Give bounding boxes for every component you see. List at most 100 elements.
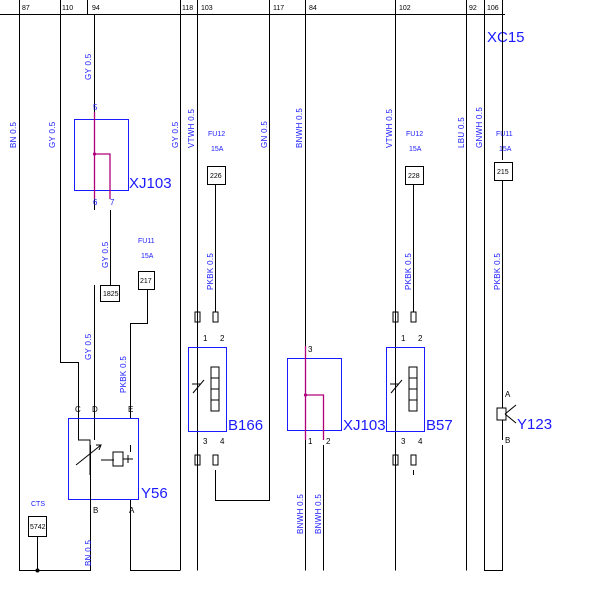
connector-xj103-mid: XJ103 3 1 2 [287, 345, 386, 446]
fuse-name: FU12 [406, 131, 423, 138]
connector-xc15-label: XC15 [487, 29, 525, 46]
fuse-fu12-228: FU12 15A 228 [405, 131, 424, 185]
pin-label: 6 [93, 198, 98, 207]
pin-label: B [505, 436, 510, 445]
junction-dot [35, 568, 40, 573]
wire-bn [19, 15, 91, 571]
wire-label: BNWH 0.5 [295, 108, 304, 148]
column-number: 117 [273, 5, 284, 12]
y123-label: Y123 [517, 416, 552, 433]
connector-plug-icon [212, 311, 219, 323]
component-y123: Y123 A B [496, 390, 552, 445]
cts-reference: CTS 5742 [28, 501, 47, 537]
component-y56: Y56 C D E B A [68, 405, 168, 515]
xj103-mid-label: XJ103 [343, 417, 386, 434]
fuse-ref: 228 [408, 173, 420, 180]
column-number: 84 [309, 5, 317, 12]
connector-plug-icon [194, 311, 201, 323]
pin-label: A [505, 390, 511, 399]
connector-plug-icon [392, 454, 399, 466]
pin-label: 5 [93, 103, 98, 112]
wire-label: GY 0.5 [101, 241, 110, 268]
column-number: 92 [469, 5, 477, 12]
wire-label: LBU 0.5 [457, 117, 466, 148]
cts-ref: 5742 [30, 524, 46, 531]
pin-label: 1 [308, 437, 313, 446]
fuse-rating: 15A [499, 146, 512, 153]
fuse-ref: 226 [210, 173, 222, 180]
pin-label: 3 [308, 345, 313, 354]
ref-box-1825-text: 1825 [103, 291, 119, 298]
fuse-rating: 15A [141, 253, 154, 260]
pin-label: 2 [220, 334, 225, 343]
pin-label: 3 [401, 437, 406, 446]
wire-labels: BN 0.5 GY 0.5 GY 0.5 GY 0.5 VTWH 0.5 GN … [9, 53, 502, 566]
fuse-fu11-215: FU11 15A 215 [494, 131, 513, 181]
pin-label: B [93, 506, 98, 515]
connector-plug-icon [410, 311, 417, 323]
connector-plug-icon [392, 311, 399, 323]
wire-label: BN 0.5 [9, 121, 18, 148]
wire-label: BNWH 0.5 [296, 494, 305, 534]
b57-label: B57 [426, 417, 453, 434]
column-number: 110 [62, 5, 73, 12]
pin-label: 4 [220, 437, 225, 446]
wire-gnwh-106 [484, 15, 503, 571]
wire-label: GY 0.5 [48, 121, 57, 148]
wire-label: GNWH 0.5 [475, 107, 484, 148]
connector-plug-icon [410, 454, 417, 466]
pin-label: 1 [203, 334, 208, 343]
wire-label: PKBK 0.5 [206, 253, 215, 290]
fuse-rating: 15A [409, 146, 422, 153]
ref-box-1825 [100, 285, 120, 302]
fuse-fu12-226: FU12 15A 226 [207, 131, 226, 185]
wire-label: PKBK 0.5 [404, 253, 413, 290]
pin-label: A [129, 506, 135, 515]
wire-label: BN 0.5 [84, 539, 93, 566]
wire-label: PKBK 0.5 [493, 253, 502, 290]
wires [19, 15, 503, 571]
column-number: 118 [182, 5, 193, 12]
fuse-fu11-217: FU11 15A 217 [138, 238, 155, 290]
column-number: 103 [201, 5, 213, 12]
wire-label: GY 0.5 [171, 121, 180, 148]
pin-label: 4 [418, 437, 423, 446]
pin-label: 2 [418, 334, 423, 343]
wire-label: GY 0.5 [84, 333, 93, 360]
connector-plug-icon [194, 454, 201, 466]
wire-label: BNWH 0.5 [314, 494, 323, 534]
fuse-rating: 15A [211, 146, 224, 153]
wire-label: VTWH 0.5 [385, 108, 394, 148]
wire-label: PKBK 0.5 [119, 356, 128, 393]
fuse-name: FU12 [208, 131, 225, 138]
b166-label: B166 [228, 417, 263, 434]
pin-label: D [92, 405, 98, 414]
connector-xj103-top: XJ103 5 6 7 [74, 103, 172, 207]
pin-label: 3 [203, 437, 208, 446]
fuse-ref: 215 [497, 169, 509, 176]
fuse-name: FU11 [138, 238, 155, 245]
component-b57: B57 1 2 3 4 [386, 311, 453, 466]
pin-label: C [75, 405, 81, 414]
wire-label: GY 0.5 [84, 53, 93, 80]
connector-plug-icon [212, 454, 219, 466]
component-b166: B166 1 2 3 4 [188, 311, 263, 466]
wire-b166-gn [215, 15, 270, 501]
pin-label: E [128, 405, 133, 414]
fuse-name: FU11 [496, 131, 513, 138]
wire-y56-a [130, 500, 180, 571]
column-number: 102 [399, 5, 411, 12]
column-number: 106 [487, 5, 499, 12]
column-header: 87 110 94 118 103 117 84 102 92 106 [0, 0, 505, 15]
y56-label: Y56 [141, 485, 168, 502]
cts-label: CTS [31, 501, 45, 508]
pin-label: 1 [401, 334, 406, 343]
wire-pkbk-y56-e [130, 290, 148, 419]
xj103-top-label: XJ103 [129, 175, 172, 192]
pin-label: 2 [326, 437, 331, 446]
wire-label: GN 0.5 [260, 121, 269, 148]
wire-label: VTWH 0.5 [187, 108, 196, 148]
column-number: 94 [92, 5, 100, 12]
column-number: 87 [22, 5, 30, 12]
